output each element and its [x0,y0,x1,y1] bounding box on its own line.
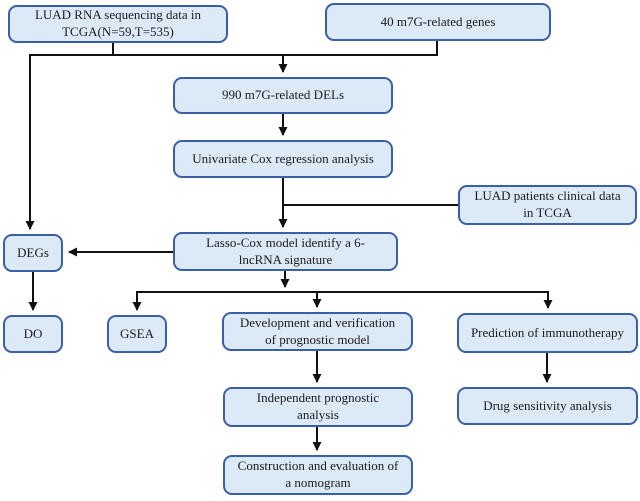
node-independent: Independent prognostic analysis [223,387,413,427]
node-prediction: Prediction of immunotherapy [457,313,638,353]
node-luad-rna: LUAD RNA sequencing data in TCGA(N=59,T=… [8,5,228,43]
node-degs: DEGs [3,234,63,272]
node-clinical: LUAD patients clinical data in TCGA [458,185,637,225]
node-univariate: Univariate Cox regression analysis [173,140,393,178]
node-nomogram: Construction and evaluation of a nomogra… [223,455,413,495]
node-gsea: GSEA [107,315,167,353]
node-drug: Drug sensitivity analysis [457,387,638,425]
node-dels: 990 m7G-related DELs [173,77,393,114]
node-lasso: Lasso-Cox model identify a 6- lncRNA sig… [173,232,398,271]
node-m7g-genes: 40 m7G-related genes [325,3,551,41]
node-do: DO [3,315,63,353]
node-development: Development and verification of prognost… [222,312,413,351]
